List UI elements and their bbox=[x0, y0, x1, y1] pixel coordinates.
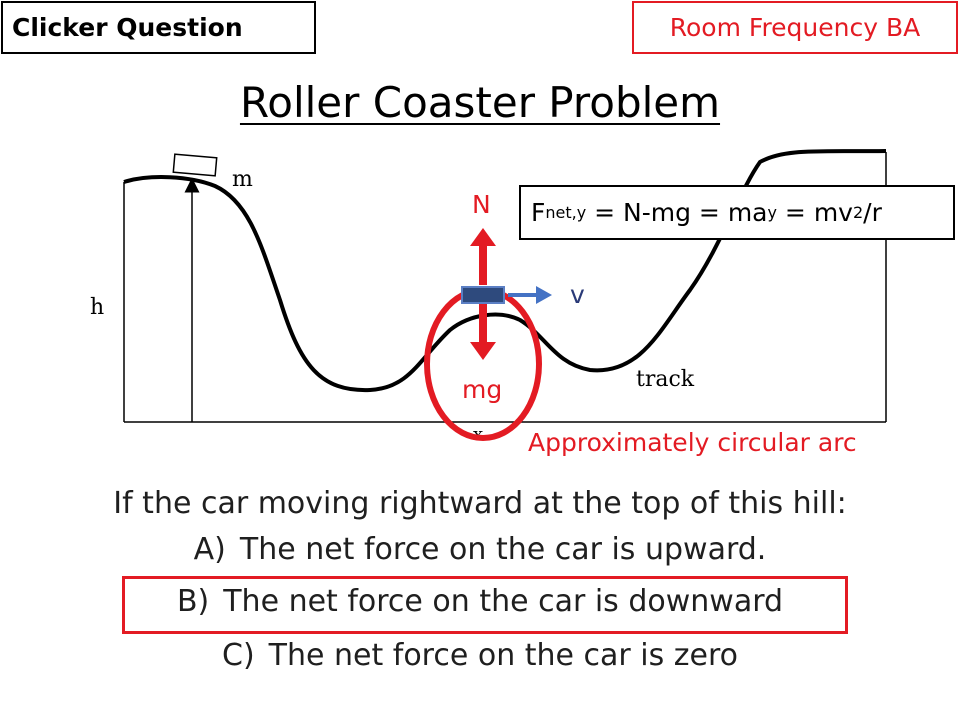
formula-part2: = mv bbox=[776, 198, 853, 227]
weight-label: mg bbox=[462, 375, 503, 404]
cart-icon bbox=[172, 153, 218, 177]
velocity-label: v bbox=[570, 280, 585, 309]
option-b-letter: B) bbox=[176, 584, 210, 619]
car-icon bbox=[461, 286, 505, 304]
slide-title-text: Roller Coaster Problem bbox=[239, 78, 721, 127]
normal-force-arrow-head bbox=[470, 228, 496, 246]
formula-part3: /r bbox=[863, 198, 882, 227]
velocity-arrow-head bbox=[536, 286, 552, 304]
formula-f: F bbox=[531, 198, 546, 227]
formula-part1: = N-mg = ma bbox=[586, 198, 768, 227]
clicker-question-label: Clicker Question bbox=[1, 1, 316, 54]
slide-title: Roller Coaster Problem bbox=[0, 78, 960, 127]
option-c-letter: C) bbox=[222, 638, 255, 673]
option-a-text: The net force on the car is upward. bbox=[239, 532, 767, 567]
option-a-letter: A) bbox=[193, 532, 226, 567]
circular-arc-label: Approximately circular arc bbox=[528, 428, 857, 457]
room-frequency-label: Room Frequency BA bbox=[632, 1, 958, 54]
option-a[interactable]: A) The net force on the car is upward. bbox=[0, 532, 960, 567]
roller-coaster-diagram: m h track x bbox=[90, 149, 887, 445]
normal-force-label: N bbox=[472, 190, 491, 219]
mass-label: m bbox=[232, 167, 253, 192]
formula-sub-net: net,y bbox=[545, 203, 587, 222]
formula-sup: 2 bbox=[852, 203, 864, 222]
selected-answer-highlight bbox=[122, 576, 848, 634]
option-c-text: The net force on the car is zero bbox=[268, 638, 738, 673]
track-label: track bbox=[636, 367, 695, 392]
x-axis-label: x bbox=[473, 424, 483, 445]
option-c[interactable]: C) The net force on the car is zero bbox=[0, 638, 960, 673]
height-label: h bbox=[90, 295, 104, 320]
option-b[interactable]: B) The net force on the car is downward bbox=[0, 584, 960, 619]
weight-arrow-head bbox=[470, 342, 496, 360]
formula-sub-y: y bbox=[767, 203, 777, 222]
question-prompt: If the car moving rightward at the top o… bbox=[113, 486, 847, 521]
option-b-text: The net force on the car is downward bbox=[223, 584, 784, 619]
